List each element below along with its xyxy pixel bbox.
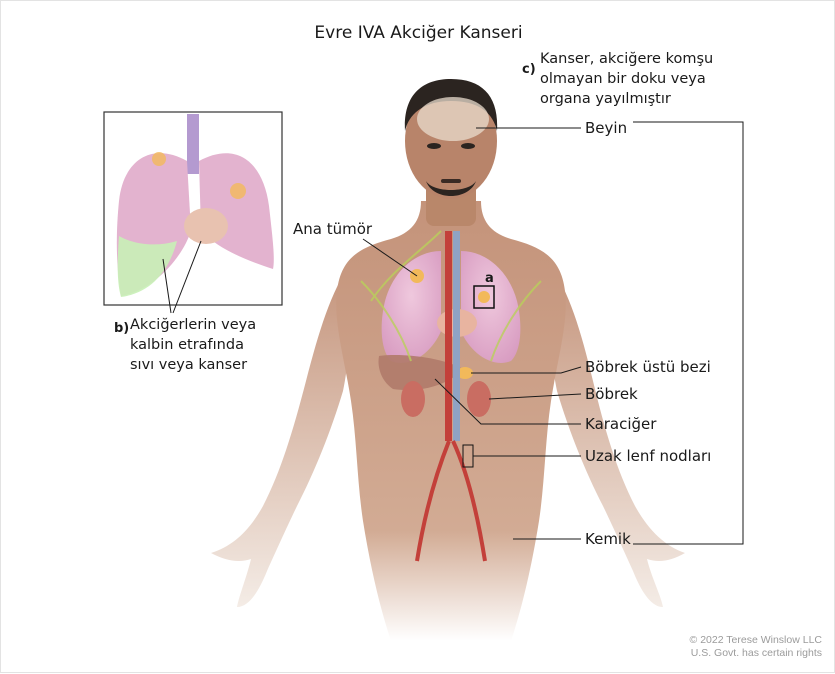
- copyright-notice: © 2022 Terese Winslow LLC U.S. Govt. has…: [690, 634, 822, 660]
- label-kidney: Böbrek: [585, 384, 638, 404]
- aorta: [445, 231, 452, 441]
- vena-cava: [453, 231, 460, 441]
- mouth: [441, 179, 461, 183]
- label-b-letter: b): [114, 319, 129, 339]
- b-line-3: sıvı veya kanser: [130, 355, 256, 375]
- label-c-letter: c): [522, 60, 536, 80]
- label-b-description: Akciğerlerin veya kalbin etrafında sıvı …: [130, 315, 256, 375]
- right-kidney: [467, 381, 491, 417]
- left-eye: [427, 143, 441, 149]
- c-line-3: organa yayılmıştır: [540, 89, 713, 109]
- label-marker-a: a: [485, 269, 494, 289]
- inset-tumor-1: [152, 152, 166, 166]
- label-distant-nodes: Uzak lenf nodları: [585, 446, 711, 466]
- leader-c-bracket: [633, 122, 743, 544]
- c-line-2: olmayan bir doku veya: [540, 69, 713, 89]
- c-line-1: Kanser, akciğere komşu: [540, 49, 713, 69]
- inset-heart: [184, 208, 228, 244]
- label-c-description: Kanser, akciğere komşu olmayan bir doku …: [540, 49, 713, 109]
- label-brain: Beyin: [585, 118, 627, 138]
- label-main-tumor: Ana tümör: [293, 219, 372, 239]
- label-liver: Karaciğer: [585, 414, 656, 434]
- diagram-title: Evre IVA Akciğer Kanseri: [1, 23, 835, 43]
- b-line-2: kalbin etrafında: [130, 335, 256, 355]
- inset-trachea: [187, 114, 199, 174]
- brain-area: [417, 97, 489, 141]
- b-line-1: Akciğerlerin veya: [130, 315, 256, 335]
- right-eye: [461, 143, 475, 149]
- lung-inset: [104, 112, 282, 305]
- label-bone: Kemik: [585, 529, 631, 549]
- inset-tumor-2: [230, 183, 246, 199]
- left-kidney: [401, 381, 425, 417]
- tumor-a: [478, 291, 490, 303]
- copyright-line-1: © 2022 Terese Winslow LLC: [690, 634, 822, 647]
- label-adrenal: Böbrek üstü bezi: [585, 357, 711, 377]
- copyright-line-2: U.S. Govt. has certain rights: [690, 647, 822, 660]
